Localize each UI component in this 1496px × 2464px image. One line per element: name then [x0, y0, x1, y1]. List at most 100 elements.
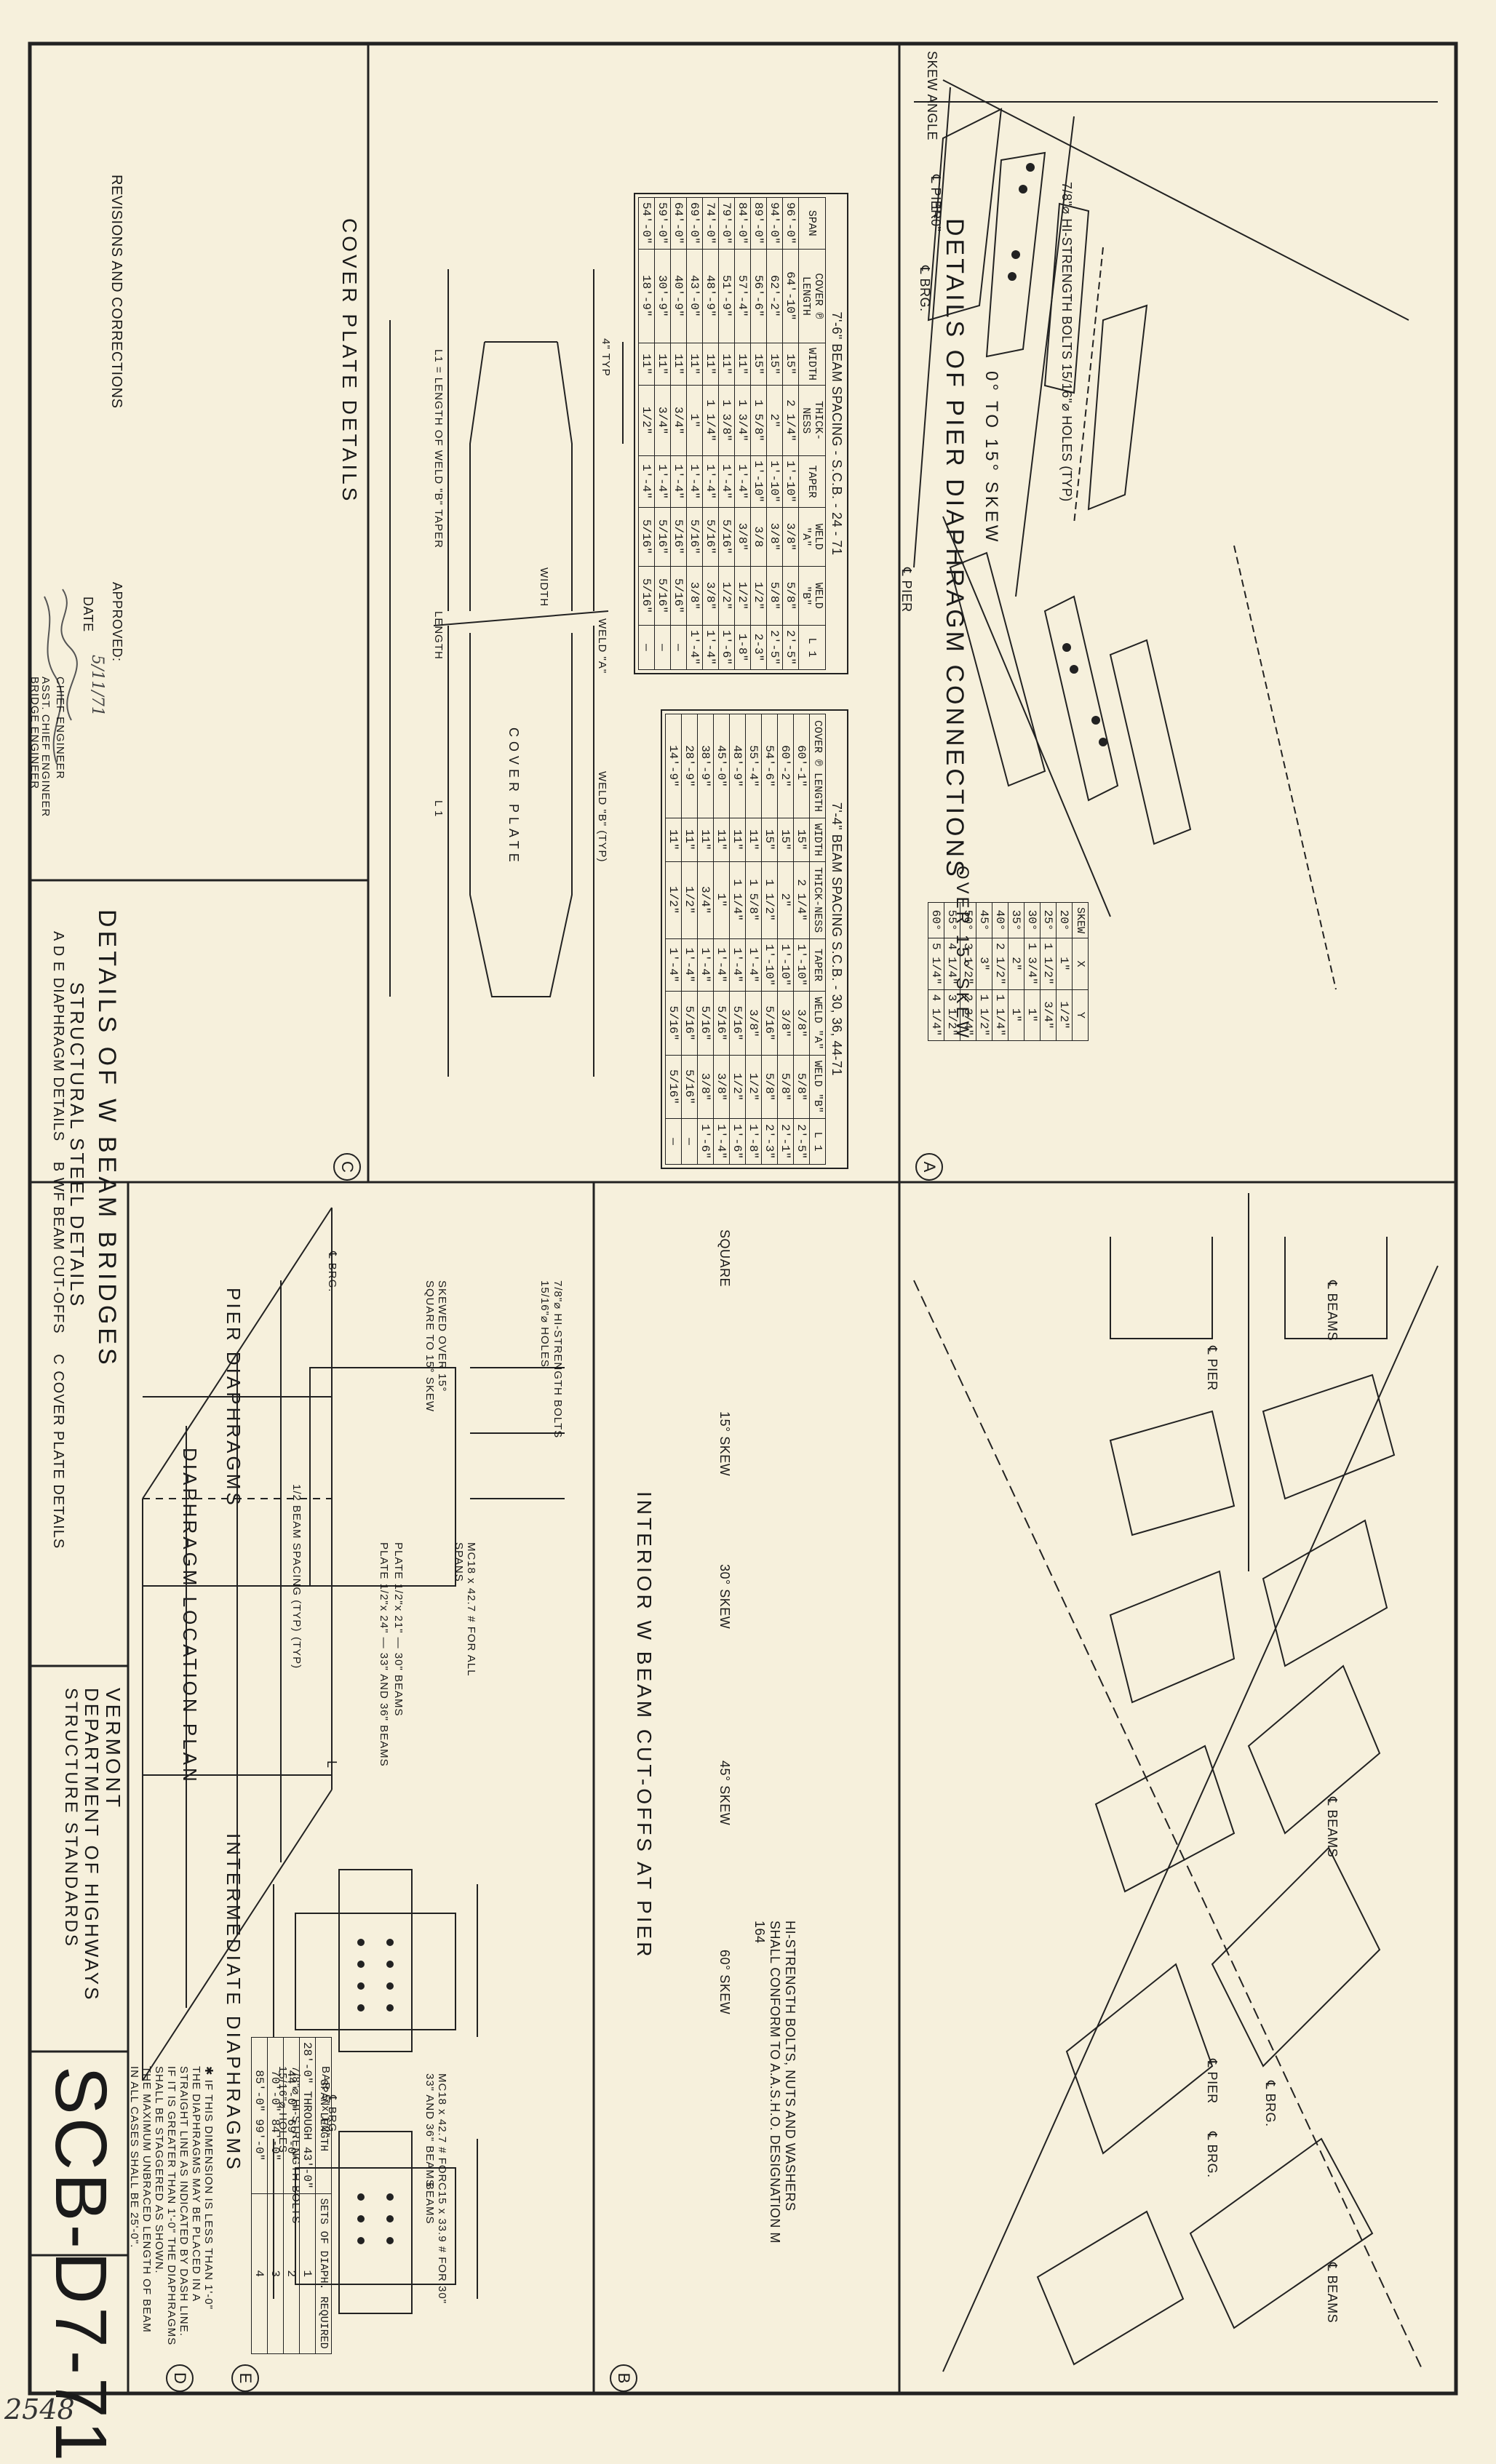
c-int-note: C15 x 33.9 # FOR 30" BEAMS	[423, 2182, 448, 2305]
pier-connection-drawings	[913, 79, 1438, 990]
table2-title: 7'-4" BEAM SPACING S.C.B. - 30, 36, 44-7…	[829, 802, 844, 1077]
signature-marks	[44, 589, 78, 765]
cover-plate-label: COVER PLATE	[506, 727, 521, 866]
table-row: 70'-0" 84'-0"3	[267, 2037, 284, 2354]
table-row: 64'-0"40'-9"11"3/4"1'-4"5/16"5/16"—	[670, 197, 687, 670]
table1-title: 7'-6" BEAM SPACING - S.C.B. - 24 - 71	[829, 311, 844, 556]
mc-note: MC18 x 42.7 # FOR ALL SPANS	[453, 1542, 477, 1676]
table-row: 55'-4"11"1 5/8"1'-4"3/8"1/2"1'-8"	[745, 714, 762, 1165]
brg-label-a: ℄ BRG.	[918, 266, 932, 312]
beams-label-1: ℄ BEAMS	[1325, 1280, 1340, 1341]
hi-strength-note: HI-STRENGTH BOLTS, NUTS AND WASHERS SHAL…	[752, 1921, 797, 2244]
table-row: 79'-0"51'-9"11"1 3/8"1'-4"5/16"1/2"1'-6"	[718, 197, 735, 670]
table-row: 40°2 1/2"1 1/4"	[992, 902, 1008, 1041]
typ-label-e: (TYP)	[290, 1637, 303, 1670]
table-row: 38'-9"11"3/4"1'-4"5/16"3/8"1'-6"	[697, 714, 714, 1165]
legend-text: WF BEAM CUT-OFFS	[50, 1177, 66, 1334]
legend-keys: C	[50, 1354, 66, 1365]
label-60-skew: 60° SKEW	[717, 1950, 732, 2015]
table-row: 94'-0"62'-2"15"2"1'-10"3/8"5/8"2'-5"	[766, 197, 783, 670]
plate-note-1: PLATE 1/2"x 21" — 30" BEAMS	[392, 1542, 405, 1717]
legend: A D E DIAPHRAGM DETAILS B WF BEAM CUT-OF…	[49, 931, 66, 1549]
table-row: 25°1 1/2"3/4"	[1040, 902, 1057, 1041]
label-30-skew: 30° SKEW	[717, 1564, 732, 1630]
table-row: 54'-6"15"1 1/2"1'-10"5/16"5/8"2'-3"	[761, 714, 778, 1165]
table-row: 55°4 1/4"3 1/2"	[944, 902, 960, 1041]
sheet-stamp: 2548	[4, 2393, 75, 2425]
bridge-engineer-label: BRIDGE ENGINEER	[28, 677, 41, 790]
note-line: ✱ IF THIS DIMENSION IS LESS THAN 1'-0"	[202, 2066, 215, 2310]
length-label: LENGTH	[432, 611, 445, 660]
table-row: 59'-0"30'-9"11"3/4"1'-4"5/16"5/16"—	[654, 197, 671, 670]
section-c-marker: C	[333, 1153, 361, 1181]
asst-chief-label: ASST. CHIEF ENGINEER	[39, 677, 52, 818]
date-value: 5/11/71	[88, 655, 106, 717]
skew-th: SKEW	[1072, 902, 1089, 938]
section-b-marker: B	[610, 2364, 637, 2392]
table-row: 84'-0"57'-4"11"1 3/4"1'-4"3/8"1/2"1-8"	[734, 197, 751, 670]
agency-line-2: DEPARTMENT OF HIGHWAYS	[81, 1688, 103, 2002]
label-45-skew: 45° SKEW	[717, 1761, 732, 1826]
note-line: IN ALL CASES SHALL BE 25'-0".	[128, 2066, 140, 2249]
weld-a-label: WELD "A"	[596, 618, 608, 674]
brg-label-b1: ℄ BRG.	[1263, 2081, 1278, 2127]
cover-plate-table-1: 7'-6" BEAM SPACING - S.C.B. - 24 - 71 SP…	[634, 193, 848, 674]
pier-label-b2: ℄ PIER	[1205, 2059, 1220, 2104]
pier-label-a2: ℄ PIER	[899, 567, 914, 613]
revisions-label: REVISIONS AND CORRECTIONS	[108, 175, 124, 409]
table-row: 74'-0"48'-9"11"1 1/4"1'-4"5/16"3/8"1'-4"	[702, 197, 719, 670]
table-row: 60°5 1/4"4 1/4"	[928, 902, 944, 1041]
cover-plate-table-2: 7'-4" BEAM SPACING S.C.B. - 30, 36, 44-7…	[661, 709, 848, 1169]
y-th: Y	[1072, 989, 1089, 1041]
diaphragm-location-plan	[142, 1207, 333, 2081]
l-label: L	[325, 1761, 339, 1769]
note-line: THE DIAPHRAGMS MAY BE PLACED IN A	[190, 2066, 202, 2302]
location-note: ✱ IF THIS DIMENSION IS LESS THAN 1'-0" T…	[128, 2066, 215, 2345]
table-row: 45'-0"11"1"1'-4"5/16"3/8"1'-4"	[713, 714, 730, 1165]
l1-note: L1 = LENGTH OF WELD "B"	[432, 349, 445, 506]
note-line: THE MAXIMUM UNBRACED LENGTH OF BEAM	[140, 2066, 153, 2333]
title-sub: STRUCTURAL STEEL DETAILS	[66, 982, 88, 1309]
table-row: 44'-0" 69'-0"2	[283, 2037, 300, 2354]
table-row: 60'-2"15"2"1'-10"3/8"5/8"2'-1"	[777, 714, 794, 1165]
brg-label-e1: ℄ BRG.	[326, 1251, 338, 1293]
half-spacing-label: 1/2 BEAM SPACING (TYP)	[290, 1484, 303, 1632]
table-row: 50°3 1/2"2 3/4"	[960, 902, 976, 1041]
table-row: 28'-9"11"1/2"1'-4"5/16"5/16"—	[681, 714, 698, 1165]
skewed-note: SKEWED OVER 15° SQUARE TO 15° SKEW	[423, 1280, 448, 1412]
note-line: IF IT IS GREATER THAN 1'-0" THE DIAPHRAG…	[165, 2066, 178, 2346]
typ-label: 4" TYP	[600, 338, 612, 377]
note-line: SHALL BE STAGGERED AS SHOWN.	[153, 2066, 165, 2274]
section-b-title: INTERIOR W BEAM CUT-OFFS AT PIER	[633, 1491, 656, 1960]
table-row: 28'-0" THROUGH 43'-0"1	[299, 2037, 316, 2354]
pier-label-a1: ℄ PIER	[928, 175, 943, 220]
table-row: 35°2"1"	[1008, 902, 1024, 1041]
beams-label-2: ℄ BEAMS	[1325, 1797, 1340, 1858]
l1-label: L 1	[432, 800, 445, 818]
skew-angle-label: SKEW ANGLE	[925, 51, 939, 141]
taper-label: TAPER	[432, 509, 445, 549]
legend-text: COVER PLATE DETAILS	[50, 1371, 66, 1550]
table-row: 69'-0"43'-0"11"1"1'-4"5/16"3/8"1'-4"	[686, 197, 703, 670]
table-row: 96'-0"64'-10"15"2 1/4"1'-10"3/8"5/8"2'-5…	[782, 197, 799, 670]
bolts-note-a: 7/8"⌀ HI-STRENGTH BOLTS 15/16"⌀ HOLES (T…	[1059, 182, 1074, 502]
table-row: 14'-9"11"1/2"1'-4"5/16"5/16"—	[665, 714, 682, 1165]
brg-label-b2: ℄ BRG.	[1205, 2132, 1220, 2178]
note-line: STRAIGHT LINE AS INDICATED BY DASH LINE.	[178, 2066, 190, 2337]
approved-label: APPROVED:	[110, 582, 124, 662]
title-main: DETAILS OF W BEAM BRIDGES	[93, 909, 121, 1368]
section-d-marker: D	[166, 2364, 194, 2392]
beam-cutoff-drawings	[913, 1193, 1439, 2372]
label-square: SQUARE	[717, 1229, 732, 1288]
legend-keys: A D E	[50, 931, 66, 973]
agency-line-3: STRUCTURE STANDARDS	[61, 1688, 81, 1948]
